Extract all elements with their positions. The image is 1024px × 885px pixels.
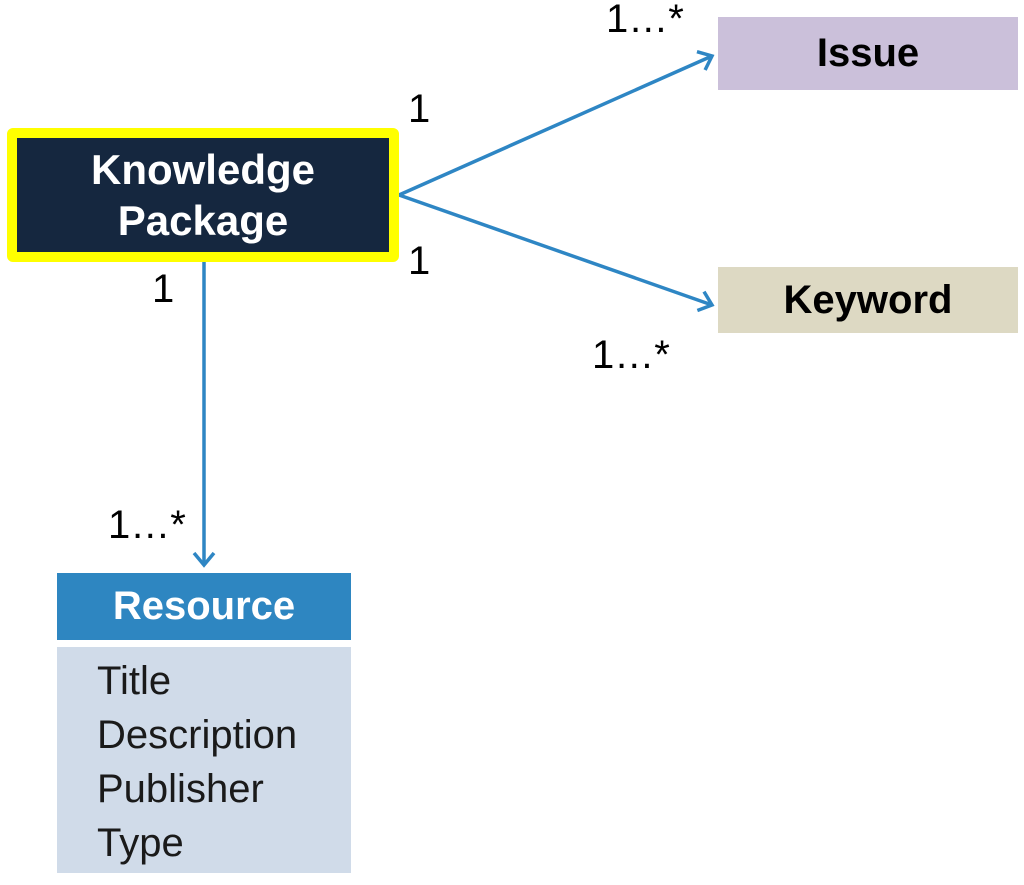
entity-knowledge-package: Knowledge Package	[7, 128, 399, 262]
entity-knowledge-package-label: Knowledge Package	[90, 145, 315, 244]
entity-resource: Resource Title Description Publisher Typ…	[57, 573, 351, 873]
multiplicity-kp-issue-target: 1…*	[606, 0, 684, 41]
entity-resource-label: Resource	[112, 584, 296, 628]
entity-issue: Issue	[718, 17, 1018, 90]
multiplicity-kp-keyword-source: 1	[408, 239, 431, 283]
resource-attribute-description: Description	[97, 713, 298, 757]
entity-keyword: Keyword	[718, 267, 1018, 333]
resource-attribute-title: Title	[97, 659, 172, 703]
entity-keyword-label: Keyword	[783, 277, 953, 322]
multiplicity-kp-resource-source: 1	[152, 267, 175, 311]
multiplicity-kp-keyword-target: 1…*	[592, 333, 670, 377]
resource-attribute-publisher: Publisher	[97, 767, 264, 811]
entity-issue-label: Issue	[816, 31, 920, 75]
multiplicity-kp-issue-source: 1	[408, 87, 431, 131]
arrow-kp-to-keyword	[398, 193, 715, 313]
arrow-kp-to-issue	[398, 50, 715, 197]
multiplicity-kp-resource-target: 1…*	[108, 503, 186, 547]
resource-attribute-type: Type	[97, 821, 184, 865]
entity-resource-header: Resource	[57, 573, 351, 640]
entity-resource-attributes: Title Description Publisher Type	[57, 647, 351, 873]
